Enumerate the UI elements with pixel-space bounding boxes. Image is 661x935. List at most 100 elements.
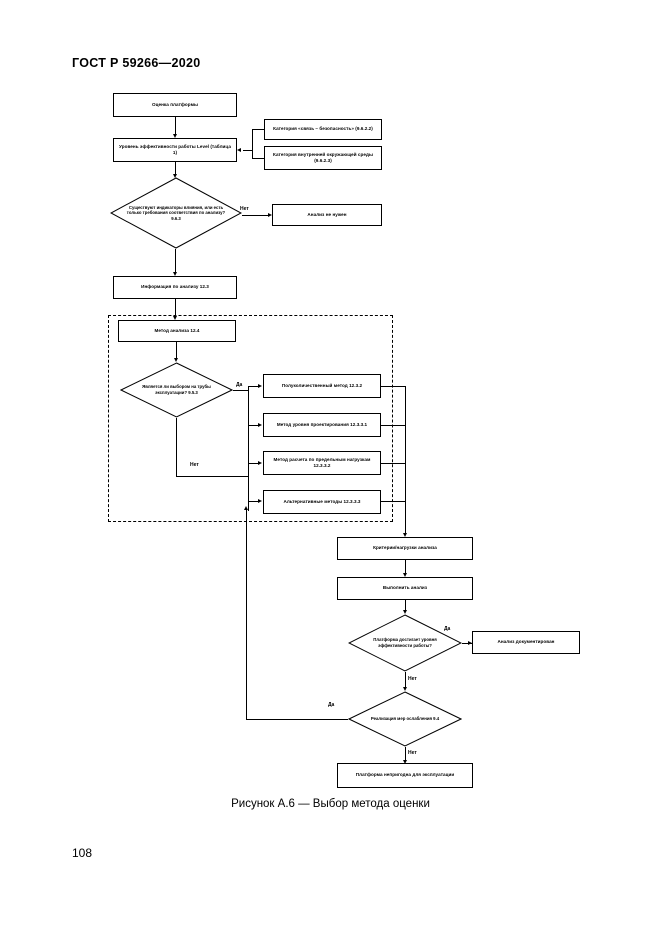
connector-line (252, 129, 253, 159)
node-label: Категория «связь – безопасность» (9.6.2.… (273, 126, 373, 132)
node-label: Платформа непригодна для эксплуатации (355, 772, 455, 778)
connector-bus-line (248, 386, 249, 511)
flowchart-figure: Оценка платформы Уровень эффективности р… (108, 93, 580, 788)
node-category-safety: Категория «связь – безопасность» (9.6.2.… (264, 119, 382, 140)
node-analysis-documented: Анализ документирован (472, 631, 580, 654)
node-method-semiquantitative: Полуколичественный метод 12.3.2 (263, 374, 381, 398)
decision-impact-indicators: Существуют индикаторы влияния, или есть … (110, 177, 242, 249)
node-performance-level: Уровень эффективности работы Level (табл… (113, 138, 237, 162)
diamond-shape (110, 177, 242, 249)
connector-line (405, 672, 406, 689)
edge-label-no-3: Нет (408, 676, 417, 682)
node-method-limit-loads: Метод расчета по предельным нагрузкам 12… (263, 451, 381, 475)
node-perform-analysis: Выполнить анализ (337, 577, 473, 600)
connector-arrow (402, 687, 407, 691)
dashed-group-region (108, 315, 393, 522)
connector-line (405, 600, 406, 612)
connector-line (248, 425, 260, 426)
node-method-design-level: Метод уровня проектирования 12.3.3.1 (263, 413, 381, 437)
edge-label-yes-3: Да (328, 702, 335, 708)
connector-arrow (268, 212, 272, 217)
connector-arrow (258, 460, 262, 465)
edge-label-no-1: Нет (240, 206, 249, 212)
node-label: Метод расчета по предельным нагрузкам 12… (273, 456, 371, 468)
node-no-analysis-needed: Анализ не нужен (272, 204, 382, 226)
connector-line (381, 386, 405, 387)
connector-line (175, 299, 176, 318)
connector-line (242, 215, 270, 216)
connector-arrow (237, 147, 241, 152)
edge-label-yes-1: Да (236, 382, 243, 388)
connector-arrow (258, 498, 262, 503)
connector-line (405, 747, 406, 762)
connector-line (176, 476, 248, 477)
connector-arrow (172, 134, 177, 138)
node-analysis-method: Метод анализа 12.4 (118, 320, 236, 342)
diamond-shape (120, 362, 233, 418)
connector-arrow (258, 383, 262, 388)
edge-label-no-2: Нет (190, 462, 199, 468)
connector-arrow (402, 610, 407, 614)
connector-arrow (402, 533, 407, 537)
connector-arrow (173, 358, 178, 362)
node-label: Реализация мер ослабления 9.4 (370, 716, 440, 722)
diamond-shape (348, 614, 462, 672)
connector-feedback-line (246, 510, 247, 719)
diamond-shape (348, 691, 462, 747)
node-label: Уровень эффективности работы Level (табл… (119, 143, 231, 155)
node-label: Полуколичественный метод 12.3.2 (281, 382, 363, 388)
node-label: Критерии/нагрузки анализа (373, 545, 437, 551)
node-label: Анализ не нужен (307, 211, 347, 217)
connector-bus-line (405, 386, 406, 535)
connector-feedback-line (246, 719, 348, 720)
connector-line (175, 117, 176, 136)
connector-arrow (172, 272, 177, 276)
node-label: Метод уровня проектирования 12.3.3.1 (276, 421, 368, 427)
connector-arrow (402, 573, 407, 577)
node-label: Категория внутренней окружающей среды (9… (273, 151, 373, 163)
node-label: Метод анализа 12.4 (154, 327, 200, 333)
document-standard-header: ГОСТ Р 59266—2020 (72, 56, 201, 70)
connector-line (176, 418, 177, 476)
connector-line (462, 643, 472, 644)
node-label: Платформа достигает уровня эффективности… (373, 637, 437, 648)
connector-line (175, 249, 176, 274)
connector-line (243, 150, 252, 151)
node-platform-unsuitable: Платформа непригодна для эксплуатации (337, 763, 473, 788)
connector-line (381, 463, 405, 464)
connector-line (381, 501, 405, 502)
connector-arrow (258, 422, 262, 427)
node-label: Является ли выбором на трубы эксплуатаци… (142, 384, 211, 395)
node-criteria-loads: Критерии/нагрузки анализа (337, 537, 473, 560)
node-label: Существуют индикаторы влияния, или есть … (126, 204, 226, 221)
connector-line (381, 425, 405, 426)
node-label: Анализ документирован (497, 639, 555, 645)
node-analysis-information: Информация по анализу 12.3 (113, 276, 237, 299)
decision-platform-meets-level: Платформа достигает уровня эффективности… (348, 614, 462, 672)
node-label: Информация по анализу 12.3 (141, 284, 209, 290)
figure-caption: Рисунок А.6 — Выбор метода оценки (231, 798, 430, 810)
connector-arrow (172, 316, 177, 320)
connector-line (252, 129, 264, 130)
connector-line (405, 560, 406, 575)
node-category-environment: Категория внутренней окружающей среды (9… (264, 146, 382, 170)
node-platform-assessment: Оценка платформы (113, 93, 237, 117)
decision-mitigation-measures: Реализация мер ослабления 9.4 (348, 691, 462, 747)
connector-line (248, 501, 260, 502)
connector-line (175, 162, 176, 176)
decision-operation-selection: Является ли выбором на трубы эксплуатаци… (120, 362, 233, 418)
node-label: Выполнить анализ (382, 585, 428, 591)
node-label: Оценка платформы (152, 101, 198, 107)
connector-line (248, 463, 260, 464)
node-label: Альтернативные методы 12.3.3.3 (283, 498, 361, 504)
connector-line (233, 390, 248, 391)
connector-line (252, 158, 264, 159)
connector-line (248, 386, 260, 387)
node-method-alternative: Альтернативные методы 12.3.3.3 (263, 490, 381, 514)
edge-label-yes-2: Да (444, 626, 451, 632)
connector-arrow (402, 760, 407, 764)
connector-line (176, 342, 177, 360)
connector-arrow (468, 640, 472, 645)
connector-arrow (172, 174, 177, 178)
